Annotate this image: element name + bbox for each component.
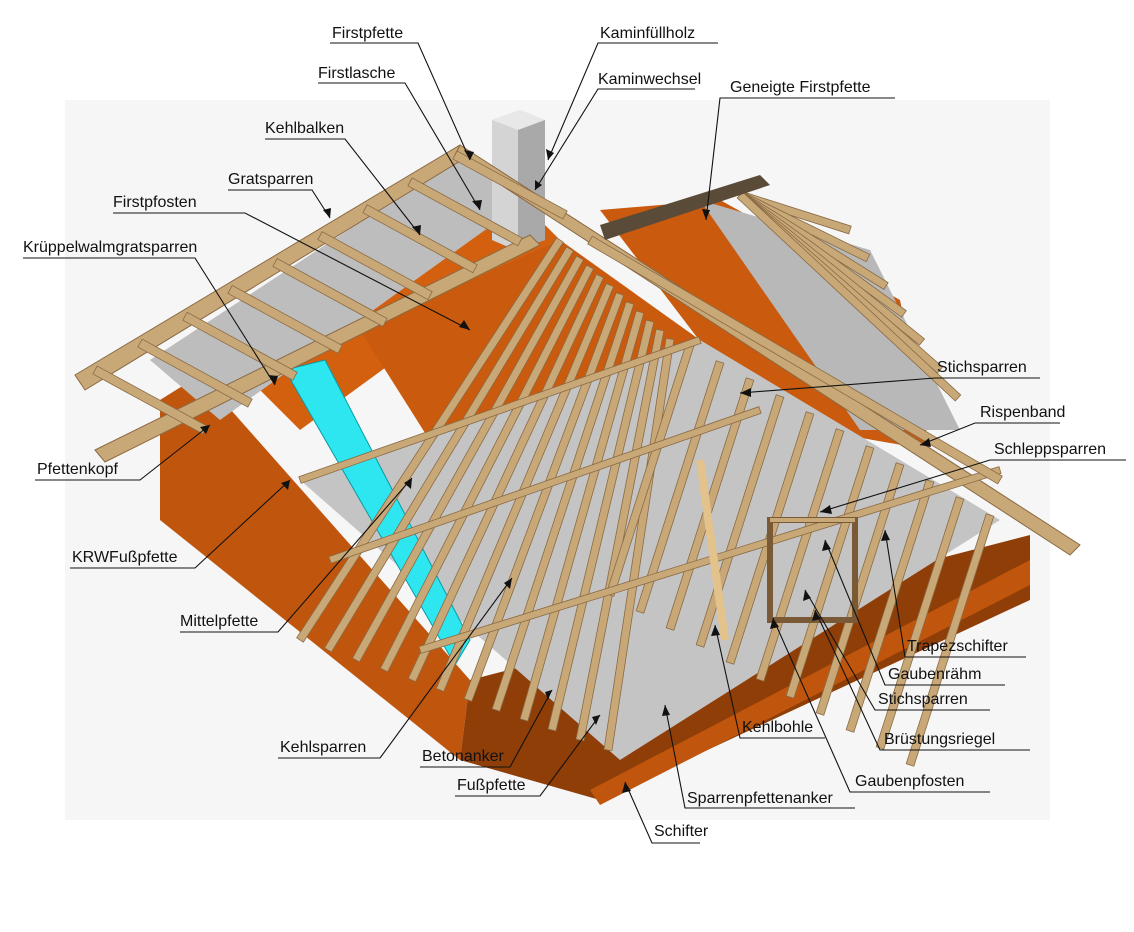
label-kaminwechsel: Kaminwechsel xyxy=(598,71,701,88)
rafter xyxy=(491,301,635,712)
rafter xyxy=(362,204,478,274)
rafter-group xyxy=(92,150,1003,767)
leader-lines xyxy=(23,42,1126,844)
rafter xyxy=(905,513,995,767)
label-kaminfuellholz: Kaminfüllholz xyxy=(600,25,695,42)
rafter xyxy=(182,311,298,381)
rafter xyxy=(296,237,564,643)
rafter xyxy=(519,310,645,722)
rafter xyxy=(407,177,523,247)
rafter xyxy=(452,150,568,220)
label-trapezschifter: Trapezschifter xyxy=(907,638,1008,655)
rafter xyxy=(351,255,585,663)
rafter xyxy=(845,479,935,733)
rafter xyxy=(137,338,253,408)
decking-right xyxy=(700,200,960,430)
label-kehlsparren: Kehlsparren xyxy=(280,739,366,756)
rafter xyxy=(875,496,965,750)
label-firstlasche: Firstlasche xyxy=(318,65,395,82)
label-kehlbalken: Kehlbalken xyxy=(265,120,344,137)
rafter xyxy=(587,235,1003,485)
labels: Firstpfette Kaminfüllholz Firstlasche Ka… xyxy=(23,25,1106,840)
label-firstpfette: Firstpfette xyxy=(332,25,403,42)
rafter xyxy=(575,328,665,742)
label-gratsparren: Gratsparren xyxy=(228,171,313,188)
label-krw-fusspfette: KRWFußpfette xyxy=(72,549,178,566)
label-stichsparren-top: Stichsparren xyxy=(937,359,1027,376)
label-geneigte-firstpfette: Geneigte Firstpfette xyxy=(730,79,871,96)
rafter xyxy=(463,292,625,702)
label-gaubenpfosten: Gaubenpfosten xyxy=(855,773,964,790)
rafter xyxy=(785,445,875,699)
label-rispenband: Rispenband xyxy=(980,404,1065,421)
wall-left xyxy=(160,375,470,760)
label-firstpfosten: Firstpfosten xyxy=(113,194,197,211)
rafter xyxy=(407,273,605,683)
label-schifter: Schifter xyxy=(654,823,709,840)
label-pfettenkopf: Pfettenkopf xyxy=(37,461,119,478)
label-krueppelwalmgratsparren: Krüppelwalmgratsparren xyxy=(23,239,197,256)
rafter xyxy=(328,406,762,564)
rafter xyxy=(815,462,905,716)
chimney xyxy=(492,110,545,250)
rafter xyxy=(324,246,574,653)
roof-illustration xyxy=(65,100,1081,820)
label-mittelpfette: Mittelpfette xyxy=(180,613,258,630)
hip-rafter-right xyxy=(600,175,770,240)
label-bruestungsriegel: Brüstungsriegel xyxy=(884,731,995,748)
label-stichsparren-bottom: Stichsparren xyxy=(878,691,968,708)
rafter xyxy=(227,284,343,354)
rafter xyxy=(298,336,702,484)
rafter xyxy=(317,231,433,301)
label-gaubenraehm: Gaubenrähm xyxy=(888,666,981,683)
label-kehlbohle: Kehlbohle xyxy=(742,719,813,736)
rafter xyxy=(635,360,725,614)
label-schleppsparren: Schleppsparren xyxy=(994,441,1106,458)
label-betonanker: Betonanker xyxy=(422,748,505,765)
label-sparrenpfettenanker: Sparrenpfettenanker xyxy=(687,790,834,807)
label-fusspfette: Fußpfette xyxy=(457,777,526,794)
rafter xyxy=(272,258,388,327)
